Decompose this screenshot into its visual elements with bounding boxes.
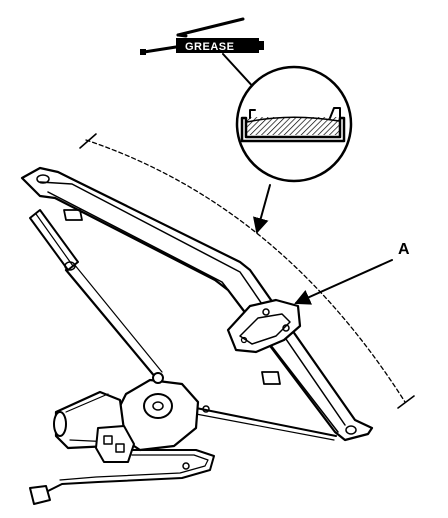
harness-clip: [182, 462, 190, 470]
motor-wire-harness: [45, 449, 215, 493]
rail-cross-section-detail: [235, 65, 353, 183]
detail-location-arrow: [253, 184, 271, 234]
lower-cable-edge: [195, 413, 335, 441]
callout-a-arrow: [294, 259, 393, 305]
harness-connector: [29, 485, 51, 505]
regulator-motor: [53, 372, 210, 463]
rail-end-tick-top: [79, 133, 97, 149]
slider-bracket-a: [226, 298, 302, 354]
rail-end-tick-bottom: [397, 395, 415, 409]
lower-cable: [195, 407, 337, 437]
grease-label: GREASE: [185, 41, 234, 53]
balance-spring: [29, 209, 79, 271]
guide-rail: [20, 166, 374, 442]
motor-wire-harness-inner: [59, 454, 209, 481]
rail-length-indicator: [85, 139, 406, 403]
grease-gun-icon: [140, 17, 264, 55]
lift-arm-edge: [73, 263, 163, 373]
lift-arm: [64, 268, 158, 380]
callout-label-a: A: [398, 241, 410, 258]
